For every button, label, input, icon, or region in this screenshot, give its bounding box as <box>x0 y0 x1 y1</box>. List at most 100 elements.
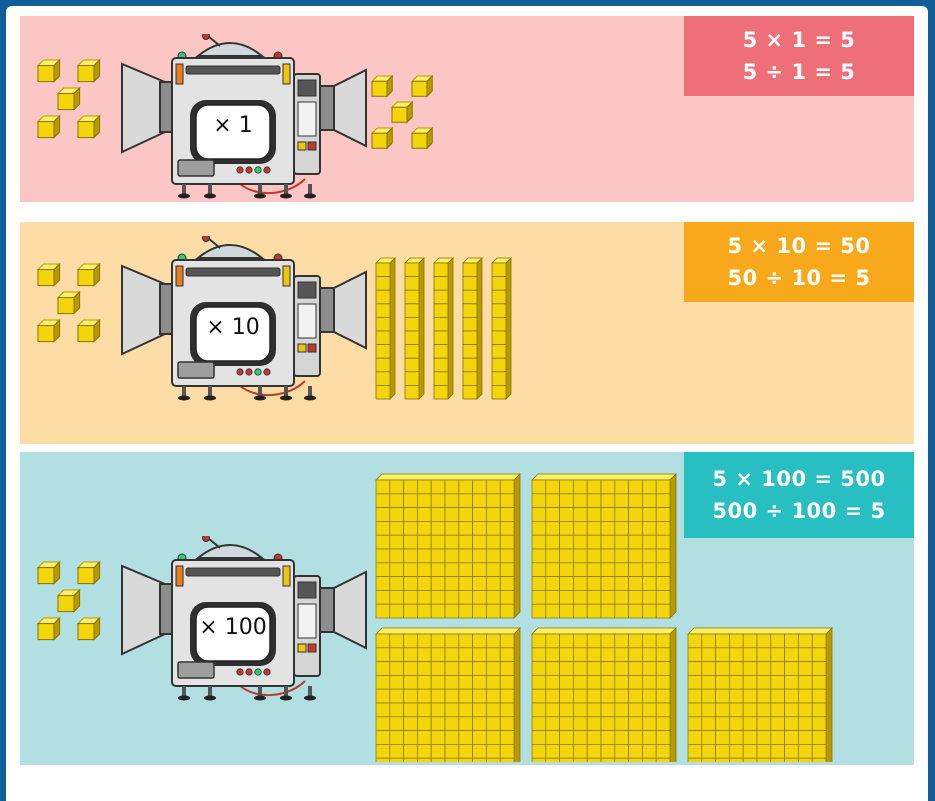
indicator-light <box>236 668 244 676</box>
unit-cube <box>76 58 101 83</box>
equation-box-3: 5 × 100 = 500 500 ÷ 100 = 5 <box>684 452 914 538</box>
left-funnel <box>121 564 166 656</box>
unit-cube <box>36 560 61 585</box>
machine-foot <box>254 395 266 401</box>
machine-foot <box>204 395 216 401</box>
unit-cube <box>36 58 61 83</box>
switch-right <box>282 265 291 287</box>
unit-cube <box>390 100 414 124</box>
side-button <box>297 343 307 353</box>
indicator-light <box>263 368 271 376</box>
machine-foot <box>304 395 316 401</box>
machine-foot <box>178 695 190 701</box>
switch-right <box>282 565 291 587</box>
machine-foot <box>204 193 216 199</box>
equation-divide-1: 5 ÷ 1 = 5 <box>742 60 856 84</box>
vent-slot <box>185 567 281 577</box>
hundred-flat <box>375 627 521 762</box>
left-funnel <box>121 62 166 154</box>
unit-cube <box>56 588 81 613</box>
indicator-light <box>245 166 253 174</box>
unit-cube <box>56 86 81 111</box>
unit-cube <box>76 262 101 287</box>
equation-divide-3: 500 ÷ 100 = 5 <box>712 499 886 523</box>
indicator-light <box>263 668 271 676</box>
indicator-light <box>236 368 244 376</box>
side-panel <box>297 101 317 137</box>
multiplier-machine-2: × 10 <box>121 236 367 401</box>
machine-label-2: × 10 <box>206 315 259 340</box>
machine-body <box>121 536 367 701</box>
unit-cube <box>76 114 101 139</box>
vent-slot <box>185 65 281 75</box>
input-cubes-2 <box>36 262 101 343</box>
vent-slot <box>185 267 281 277</box>
equation-multiply-1: 5 × 1 = 5 <box>742 28 856 52</box>
right-funnel <box>333 68 367 148</box>
control-panel <box>177 661 215 679</box>
machine-foot <box>304 695 316 701</box>
dome <box>195 42 265 57</box>
machine-foot <box>280 395 292 401</box>
indicator-light <box>263 166 271 174</box>
indicator-light <box>245 668 253 676</box>
wire <box>239 380 306 397</box>
unit-cube <box>76 560 101 585</box>
lever <box>207 537 221 549</box>
machine-foot <box>280 193 292 199</box>
screen <box>195 104 271 160</box>
ten-rod <box>404 257 425 400</box>
machine-foot <box>204 695 216 701</box>
switch-left <box>175 565 184 587</box>
indicator-light <box>254 368 262 376</box>
unit-cube <box>36 262 61 287</box>
ten-rod <box>462 257 483 400</box>
row-times-100: 5 × 100 = 500 500 ÷ 100 = 5 × 100 <box>20 452 914 765</box>
output-unit-cubes <box>370 74 434 150</box>
equation-box-2: 5 × 10 = 50 50 ÷ 10 = 5 <box>684 222 914 302</box>
hundred-flat <box>531 627 677 762</box>
equation-box-1: 5 × 1 = 5 5 ÷ 1 = 5 <box>684 16 914 96</box>
unit-cube <box>36 114 61 139</box>
dome <box>195 544 265 559</box>
machine-foot <box>280 695 292 701</box>
unit-cube <box>76 616 101 641</box>
machine-foot <box>254 695 266 701</box>
equation-multiply-2: 5 × 10 = 50 <box>727 234 871 258</box>
side-vent <box>297 79 317 97</box>
ten-rod <box>375 257 396 400</box>
side-vent <box>297 281 317 299</box>
lever <box>207 237 221 249</box>
output-ten-rods <box>375 257 512 400</box>
ten-rod <box>433 257 454 400</box>
equation-divide-2: 50 ÷ 10 = 5 <box>727 266 871 290</box>
side-button <box>307 141 317 151</box>
lever <box>207 35 221 47</box>
lever-knob <box>202 536 210 542</box>
machine-foot <box>178 193 190 199</box>
side-vent <box>297 581 317 599</box>
multiplier-machine-3: × 100 <box>121 536 367 701</box>
wire <box>239 178 306 195</box>
side-button <box>297 643 307 653</box>
screen <box>195 606 271 662</box>
side-button <box>307 343 317 353</box>
lever-knob <box>202 236 210 242</box>
left-funnel <box>121 264 166 356</box>
unit-cube <box>36 616 61 641</box>
row-times-1: 5 × 1 = 5 5 ÷ 1 = 5 × 1 <box>20 16 914 202</box>
indicator-light <box>245 368 253 376</box>
input-cubes-1 <box>36 58 101 139</box>
side-button <box>297 141 307 151</box>
right-funnel <box>333 270 367 350</box>
machine-label-1: × 1 <box>213 113 252 138</box>
switch-left <box>175 63 184 85</box>
indicator-light <box>236 166 244 174</box>
unit-cube <box>410 74 434 98</box>
hundred-flat <box>687 627 833 762</box>
switch-left <box>175 265 184 287</box>
side-panel <box>297 603 317 639</box>
unit-cube <box>410 126 434 150</box>
screen <box>195 306 271 362</box>
machine-foot <box>178 395 190 401</box>
